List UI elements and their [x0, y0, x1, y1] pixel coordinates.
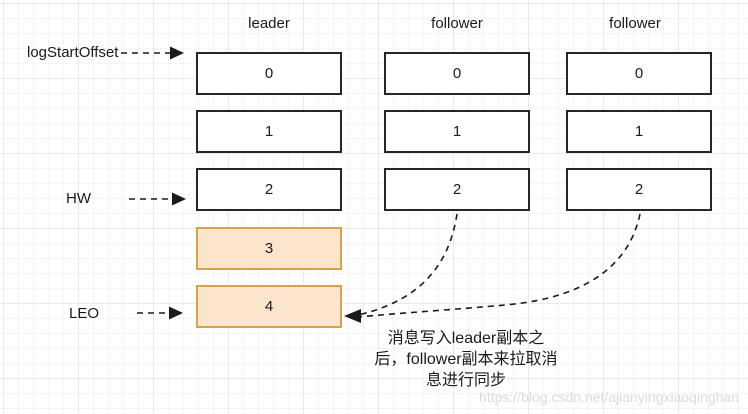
- column-label-leader: leader: [248, 15, 290, 32]
- leader-offset-cell-0: 0: [196, 52, 342, 95]
- marker-log-start-offset: logStartOffset: [27, 44, 119, 61]
- column-label-follower1: follower: [431, 15, 483, 32]
- leader-offset-cell-4-highlighted: 4: [196, 285, 342, 328]
- hw-arrowhead-icon: [172, 192, 186, 206]
- follower2-offset-cell-1: 1: [566, 110, 712, 153]
- leader-offset-cell-3-highlighted: 3: [196, 227, 342, 270]
- column-label-follower2: follower: [609, 15, 661, 32]
- annotation-line-2: 后，follower副本来拉取消: [374, 351, 558, 368]
- follower2-offset-cell-0: 0: [566, 52, 712, 95]
- watermark-url: https://blog.csdn.net/ajianyingxiaoqingh…: [479, 389, 739, 405]
- leo-arrowhead-icon: [169, 306, 183, 320]
- follower1-offset-cell-2: 2: [384, 168, 530, 211]
- leader-offset-cell-2: 2: [196, 168, 342, 211]
- follower2-offset-cell-2: 2: [566, 168, 712, 211]
- marker-hw: HW: [66, 190, 91, 207]
- fetch-arrowhead-icon: [344, 309, 361, 323]
- follower1-offset-cell-0: 0: [384, 52, 530, 95]
- follower1-fetch-curve: [357, 213, 458, 316]
- annotation-line-3: 息进行同步: [425, 372, 506, 389]
- follower1-offset-cell-1: 1: [384, 110, 530, 153]
- log-start-offset-arrowhead-icon: [170, 46, 184, 60]
- follower2-fetch-curve: [357, 213, 641, 318]
- leader-offset-cell-1: 1: [196, 110, 342, 153]
- annotation-line-1: 消息写入leader副本之: [387, 330, 545, 347]
- marker-leo: LEO: [69, 305, 100, 322]
- annotation-text: 消息写入leader副本之 后，follower副本来拉取消 息进行同步: [353, 328, 579, 391]
